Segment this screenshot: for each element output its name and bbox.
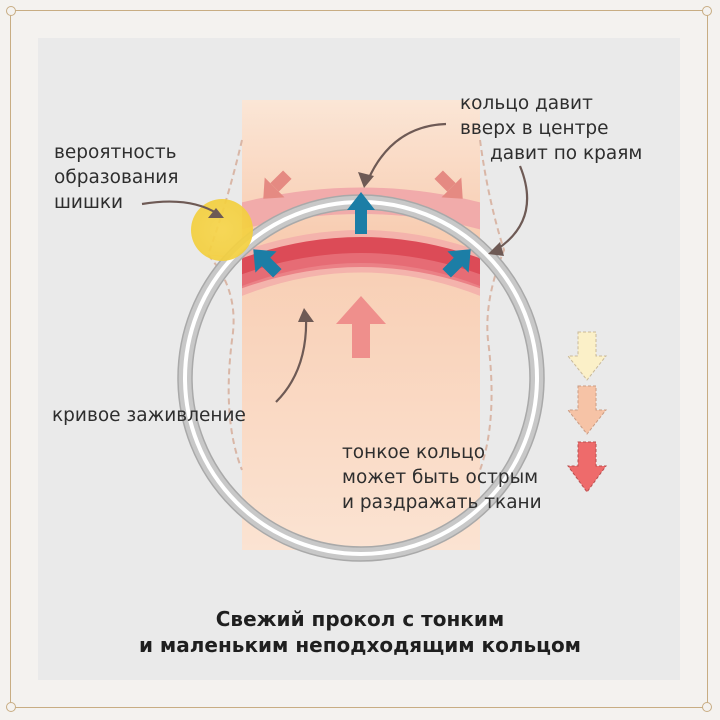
center-pressure-pointer-line xyxy=(366,122,447,181)
label-line: тонкое кольцо xyxy=(342,442,486,463)
pressure-arrow-right-diagonal xyxy=(434,170,463,199)
ring-push-up-arrow xyxy=(347,192,375,234)
label-line: шишки xyxy=(54,192,124,213)
legend-arrow-strong xyxy=(567,441,607,493)
pressure-arrow-left-diagonal xyxy=(263,170,292,199)
edge-pressure-pointer-line xyxy=(495,165,529,251)
label-line: кольцо давит xyxy=(460,93,593,114)
title-line: и маленьким неподходящим кольцом xyxy=(138,633,582,657)
bump-probability-label: вероятность образования шишки xyxy=(54,140,178,215)
frame-corner-ornament xyxy=(6,6,16,16)
thin-ring-label: тонкое кольцо может быть острым и раздра… xyxy=(342,440,542,515)
label-line: давит по краям xyxy=(490,143,643,164)
annotation-arrowheads xyxy=(208,172,504,322)
label-line: образования xyxy=(54,167,179,188)
bump-pointer-line xyxy=(141,200,219,215)
diagram-title: Свежий прокол с тонким и маленьким непод… xyxy=(0,606,720,658)
label-line: кривое заживление xyxy=(52,405,246,426)
label-line: вверх в центре xyxy=(460,118,609,139)
title-line: Свежий прокол с тонким xyxy=(215,607,505,631)
crooked-healing-label: кривое заживление xyxy=(52,403,246,428)
bump-circle xyxy=(191,199,253,261)
frame-corner-ornament xyxy=(6,702,16,712)
swelling-outline-right xyxy=(479,139,506,471)
label-line: вероятность xyxy=(54,142,177,163)
label-line: может быть острым xyxy=(342,467,539,488)
swelling-outline-left xyxy=(206,139,243,471)
legend-arrow-light xyxy=(566,331,608,381)
tissue-layer-inner xyxy=(242,253,480,289)
ring-push-right-arrow xyxy=(442,249,471,278)
frame-corner-ornament xyxy=(702,6,712,16)
annotation-lines xyxy=(141,122,529,403)
ring-push-left-arrow xyxy=(253,249,282,278)
ring-pressure-label: кольцо давит вверх в центре давит по кра… xyxy=(460,91,642,166)
crooked-healing-pointer-line xyxy=(275,315,308,403)
label-line: и раздражать ткани xyxy=(342,492,542,513)
frame-corner-ornament xyxy=(702,702,712,712)
tissue-push-up-arrow xyxy=(336,296,386,358)
decorative-frame xyxy=(6,6,712,712)
legend-arrow-medium xyxy=(566,385,608,435)
